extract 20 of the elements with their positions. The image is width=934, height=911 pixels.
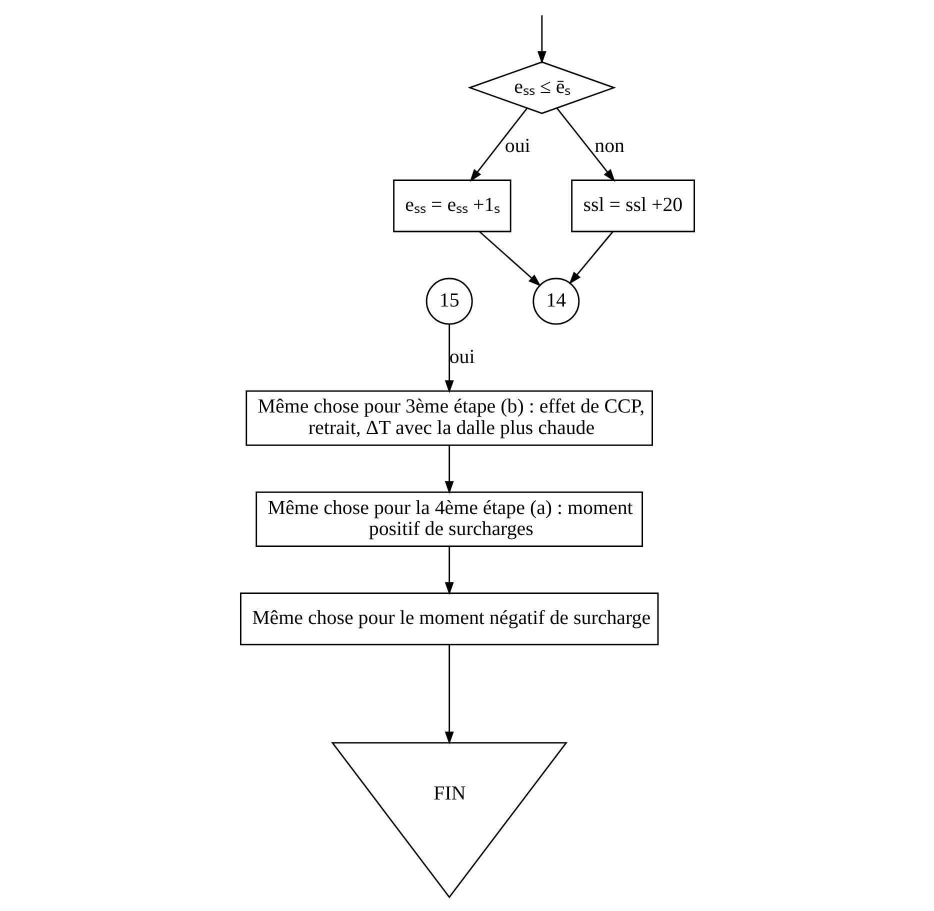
arrow	[536, 15, 546, 64]
arrow	[556, 108, 615, 182]
node-box: Même chose pour le moment négatif de surcharge	[239, 592, 658, 646]
edge-label: oui	[448, 346, 474, 368]
node-box: Même chose pour 3ème étape (b) : effet de CCP, retrait, ΔT avec la dalle plus chaude	[245, 390, 652, 446]
arrow	[444, 644, 454, 744]
arrow	[469, 108, 528, 182]
node-box: Même chose pour la 4ème étape (a) : moment positif de surcharges	[255, 491, 643, 547]
node-circle: 15	[425, 278, 472, 325]
arrow	[478, 231, 541, 286]
arrow	[444, 324, 454, 394]
arrow	[568, 231, 613, 284]
edge-label: non	[594, 135, 624, 158]
node-box: eₛₛ = eₛₛ +1ₛ	[392, 180, 511, 232]
edge-label: oui	[504, 135, 530, 158]
arrow	[444, 445, 454, 494]
arrow	[444, 546, 454, 595]
node-box: ssl = ssl +20	[570, 180, 695, 232]
node-diamond: eₛₛ ≤ ēₛ	[467, 61, 616, 114]
node-circle: 14	[532, 278, 580, 325]
